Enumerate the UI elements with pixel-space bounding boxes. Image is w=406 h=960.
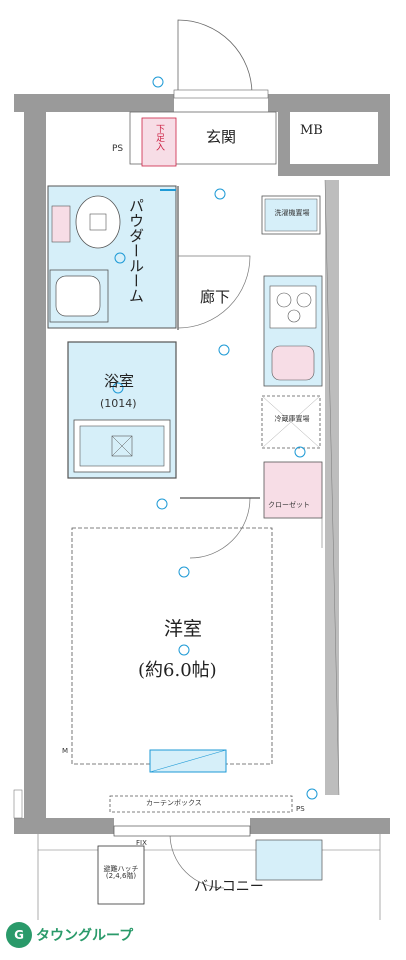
powder-room-label: パウダールーム [127, 198, 145, 303]
logo-mark: G [6, 922, 32, 948]
wall-mb [278, 94, 290, 176]
balcony-label: バルコニー [194, 879, 264, 895]
bath-size-label: (1014) [100, 397, 137, 410]
ps-bottom-label: PS [296, 805, 305, 813]
bath-label: 浴室 [104, 372, 135, 390]
hallway-label: 廊下 [200, 288, 231, 306]
curtain-box [109, 795, 293, 813]
wall-mb-right [378, 94, 390, 176]
wall-left-bottom [24, 794, 46, 824]
entrance-label: 玄関 [206, 128, 237, 146]
wall-mb-bottom [278, 164, 390, 176]
mb-label: MB [300, 123, 323, 138]
room-door [189, 497, 251, 559]
washer-label: 洗濯機置場 [274, 209, 310, 217]
wall-left [24, 94, 46, 794]
shoe-cabinet [141, 117, 177, 167]
entrance-door [177, 19, 253, 95]
m-mark-label: M [62, 747, 69, 755]
balcony-ac-unit [255, 839, 323, 881]
escape-hatch [97, 845, 145, 905]
powder-door [177, 255, 251, 329]
closet-label: クローゼット [268, 501, 310, 509]
hatch-label: 避難ハッチ(2,4,6階) [103, 865, 139, 880]
company-logo: G タウングループ [6, 922, 133, 948]
western-room [71, 527, 273, 765]
shoe-cabinet-label: 下足入 [154, 124, 164, 151]
western-label: 洋室 [164, 618, 203, 640]
closet [263, 461, 323, 519]
wall-bottom-right [250, 818, 390, 834]
logo-text: タウングループ [36, 928, 134, 944]
fridge-label: 冷蔵庫置場 [274, 415, 310, 423]
western-size-label: (約6.0帖) [138, 660, 217, 681]
ps-top-label: PS [112, 144, 124, 154]
balcony-door [169, 833, 225, 889]
wall-bottom-left [14, 818, 114, 834]
wall-top-right [268, 94, 390, 112]
wall-top-left [14, 94, 174, 112]
curtain-box-label: カーテンボックス [146, 799, 202, 807]
fix-label: FIX [136, 839, 147, 847]
